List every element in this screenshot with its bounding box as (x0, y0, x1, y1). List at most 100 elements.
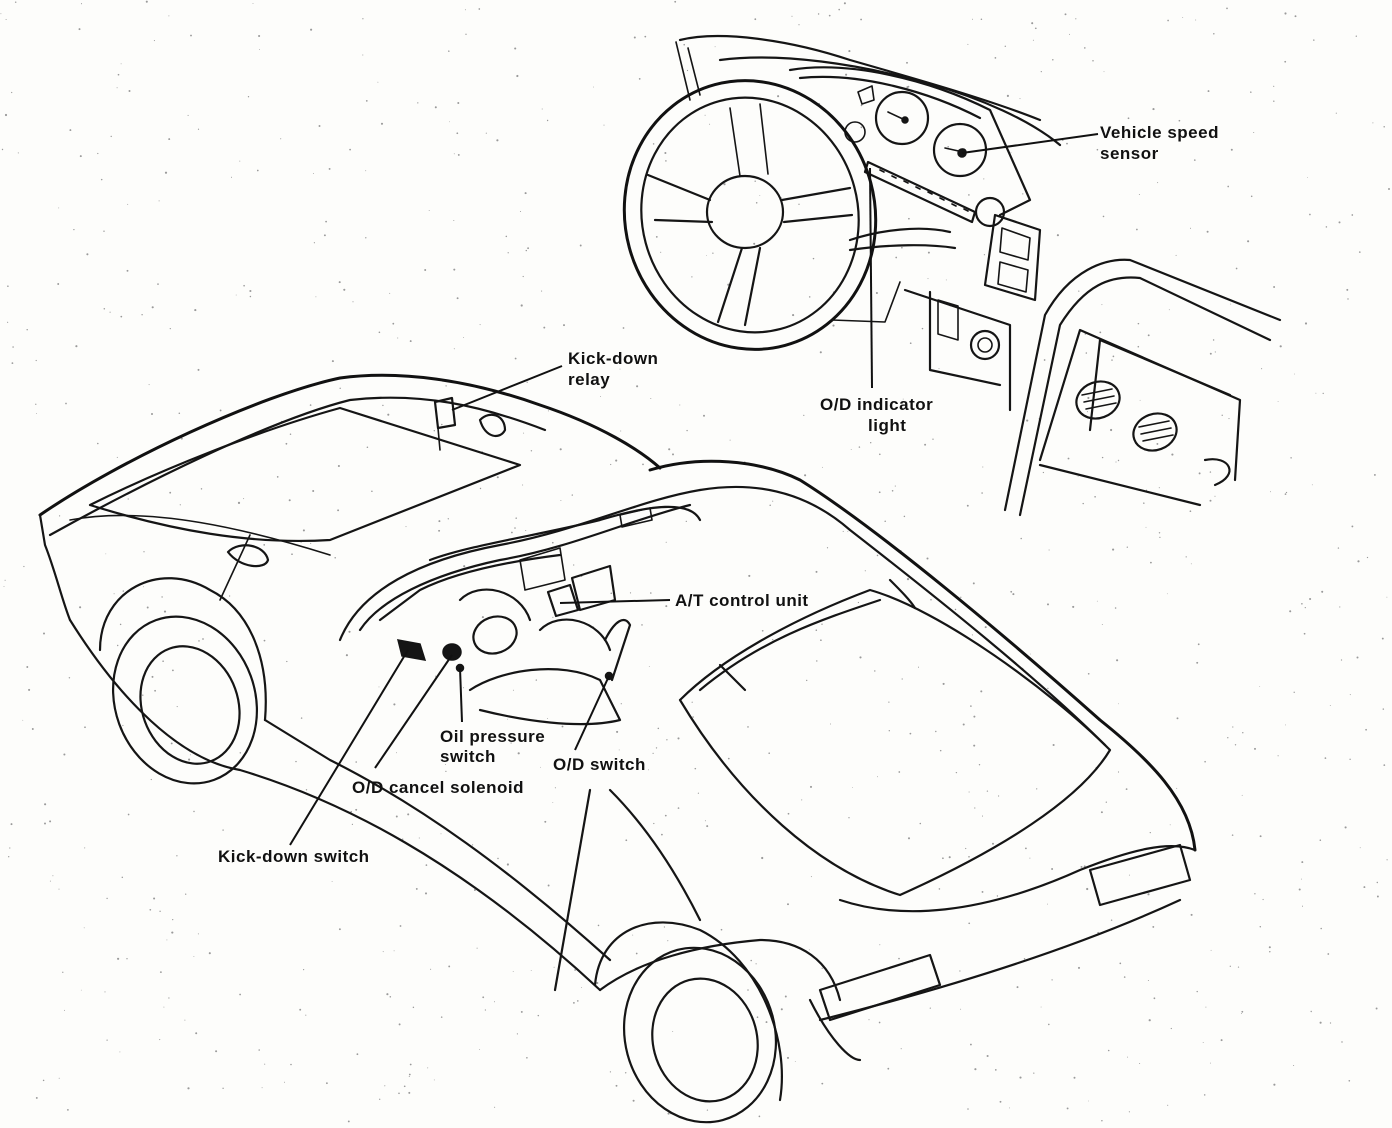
paper-speck (1086, 411, 1088, 413)
od-switch-part (603, 618, 632, 682)
paper-speck (378, 331, 381, 334)
paper-speck (117, 957, 120, 960)
paper-speck (285, 442, 288, 445)
paper-speck (935, 730, 937, 733)
paper-speck (1229, 965, 1231, 967)
label-od-indicator-light-line1: O/D indicator (820, 395, 933, 414)
paper-speck (1128, 1111, 1130, 1113)
paper-speck (1386, 596, 1388, 598)
paper-speck (1210, 949, 1212, 951)
paper-speck (525, 249, 527, 252)
paper-speck (49, 880, 51, 882)
steering-wheel (622, 79, 878, 351)
paper-speck (1022, 193, 1024, 195)
paper-speck (973, 744, 976, 747)
paper-speck (1230, 303, 1232, 305)
paper-speck (1101, 624, 1103, 625)
paper-speck (286, 660, 288, 663)
paper-speck (261, 1087, 263, 1089)
paper-speck (1250, 195, 1253, 198)
paper-speck (409, 1063, 412, 1066)
paper-speck (418, 837, 420, 839)
paper-speck (153, 897, 156, 900)
paper-speck (351, 823, 354, 826)
paper-speck (888, 730, 890, 732)
paper-speck (42, 632, 46, 635)
paper-speck (954, 608, 957, 611)
paper-speck (149, 908, 152, 911)
paper-speck (842, 530, 844, 532)
paper-speck (80, 3, 83, 5)
paper-speck (1083, 47, 1086, 49)
paper-speck (891, 490, 894, 492)
paper-speck (323, 234, 326, 237)
paper-speck (981, 890, 984, 893)
paper-speck (996, 895, 999, 897)
paper-speck (453, 268, 456, 271)
paper-speck (1016, 986, 1019, 989)
paper-speck (860, 104, 863, 107)
paper-speck (984, 626, 987, 629)
paper-speck (176, 706, 178, 708)
paper-speck (280, 138, 282, 140)
paper-speck (1273, 100, 1275, 102)
paper-speck (1237, 966, 1240, 968)
paper-speck (1170, 1027, 1172, 1030)
paper-speck (828, 14, 831, 17)
paper-speck (1051, 868, 1054, 870)
paper-speck (64, 1009, 65, 1011)
paper-speck (527, 247, 530, 250)
paper-speck (972, 582, 975, 585)
paper-speck (1149, 831, 1151, 834)
paper-speck (1327, 953, 1330, 955)
paper-speck (68, 677, 71, 679)
paper-speck (1303, 632, 1306, 635)
paper-speck (11, 362, 14, 364)
paper-speck (145, 0, 148, 3)
paper-speck (1309, 213, 1311, 216)
paper-speck (921, 327, 924, 330)
paper-speck (105, 553, 107, 555)
paper-speck (522, 484, 524, 486)
paper-speck (537, 1014, 540, 1017)
paper-speck (365, 170, 367, 172)
paper-speck (1289, 610, 1292, 613)
paper-speck (398, 1023, 401, 1026)
paper-speck (672, 453, 674, 456)
paper-speck (189, 754, 191, 756)
car-body-drawing (38, 373, 1197, 1124)
paper-speck (632, 934, 634, 936)
paper-speck (1102, 215, 1105, 218)
paper-speck (593, 86, 594, 88)
paper-speck (1279, 345, 1282, 348)
paper-speck (157, 283, 159, 285)
paper-speck (289, 433, 292, 435)
paper-speck (355, 761, 357, 763)
paper-speck (434, 675, 437, 677)
paper-speck (1189, 510, 1192, 513)
paper-speck (903, 515, 906, 518)
vent-right (1132, 412, 1178, 452)
paper-speck (657, 727, 660, 730)
paper-speck (845, 73, 848, 76)
paper-speck (884, 520, 886, 522)
paper-speck (106, 897, 108, 900)
paper-speck (808, 296, 811, 298)
paper-speck (960, 596, 962, 598)
paper-speck (117, 644, 119, 647)
paper-speck (284, 1081, 285, 1083)
paper-speck (1152, 108, 1155, 111)
paper-speck (128, 90, 131, 92)
paper-speck (1207, 90, 1210, 93)
paper-speck (1040, 71, 1042, 73)
paper-speck (1067, 457, 1070, 460)
paper-speck (1176, 787, 1178, 789)
paper-speck (794, 1061, 796, 1062)
paper-speck (992, 842, 994, 845)
paper-speck (23, 565, 25, 568)
paper-speck (243, 498, 245, 500)
paper-speck (8, 856, 10, 858)
paper-speck (619, 368, 621, 370)
paper-speck (258, 34, 261, 38)
